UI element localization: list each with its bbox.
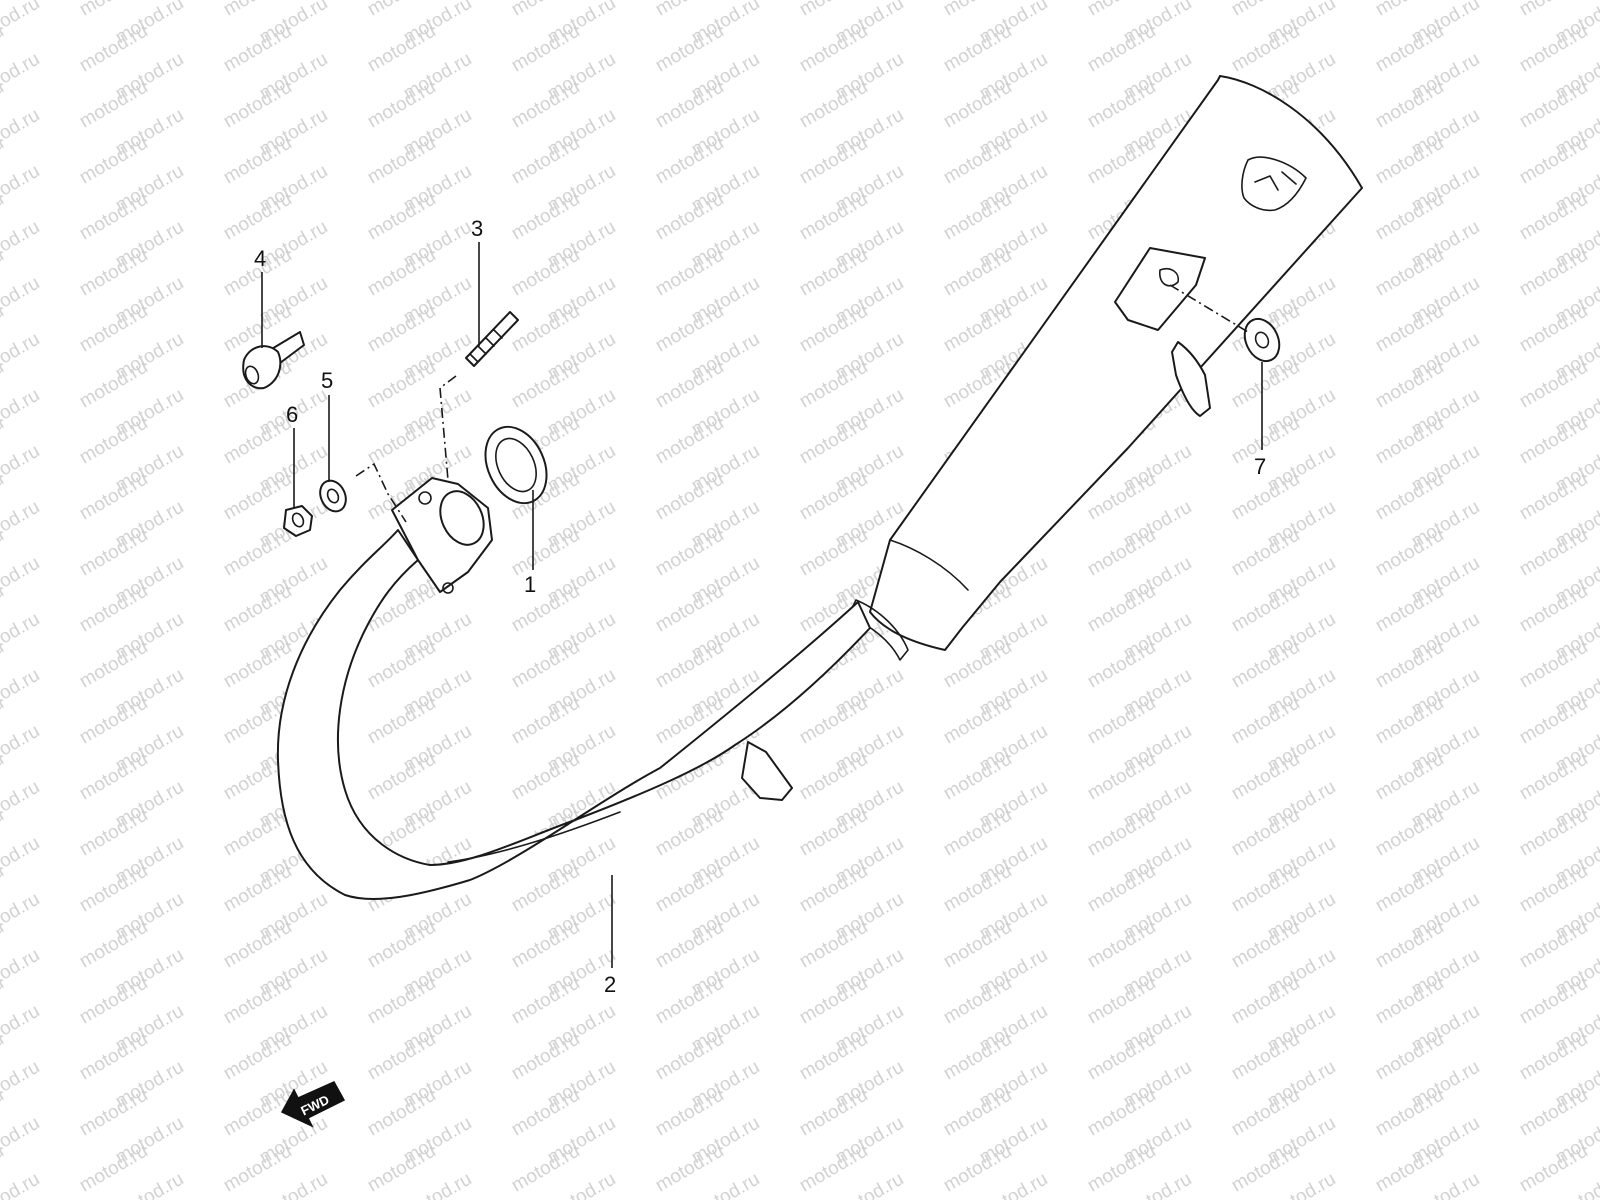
watermark-text: motod.ru [0, 441, 43, 497]
nut [283, 505, 313, 537]
header-pipe [276, 529, 871, 900]
watermark-text: motod.ru [0, 329, 43, 385]
washer-5 [319, 479, 347, 513]
muffler-logo-mark [1241, 156, 1307, 212]
muffler-cone-seam [889, 539, 969, 591]
muffler-logo-detail [1254, 171, 1297, 191]
watermark-text: motod.ru [0, 1113, 43, 1169]
gasket [484, 425, 548, 505]
leader-lines [261, 242, 1263, 968]
muffler-hanger-tab [1171, 341, 1211, 417]
watermark-text: motod.ru [0, 833, 43, 889]
washer-7 [1243, 317, 1281, 363]
exhaust-pipe-muffler [276, 75, 1363, 900]
stud-bolt [465, 311, 519, 367]
watermark-text: motod.ru [1228, 1197, 1303, 1200]
watermark-text: motod.ru [0, 553, 43, 609]
watermark-text: motod.ru [0, 49, 43, 105]
watermark-text: motod.ru [0, 665, 43, 721]
pipe-hanger-tab [741, 741, 793, 801]
flange-port [439, 490, 485, 546]
watermark-text: motod.ru [0, 0, 43, 48]
watermark-text: motod.ru [364, 1197, 439, 1200]
watermark-text: motod.ru [0, 105, 43, 161]
header-pipe-inner-line [447, 811, 621, 863]
watermark-text: motod.ru [0, 1057, 43, 1113]
watermark-text: motod.ru [1084, 1197, 1159, 1200]
watermark-text: motod.ru [76, 1197, 151, 1200]
watermark-text: motod.ru [0, 273, 43, 329]
callout-5: 5 [321, 368, 333, 393]
bracket-hole [1159, 267, 1180, 287]
watermark-text: motod.ru [0, 497, 43, 553]
watermark-text: motod.ru [1372, 1197, 1447, 1200]
watermark-text: motod.ru [0, 217, 43, 273]
callout-2: 2 [604, 972, 616, 997]
callout-3: 3 [471, 216, 483, 241]
watermark-text: motod.ru [0, 161, 43, 217]
stud-install-line [439, 375, 457, 481]
watermark-text: motod.ru [0, 385, 43, 441]
watermark-text: motod.ru [796, 1197, 871, 1200]
fwd-arrow-icon [280, 1081, 346, 1128]
watermark-text: motod.ru [0, 609, 43, 665]
muffler-body [869, 75, 1363, 651]
callout-4: 4 [254, 246, 266, 271]
watermark-text: motod.ru [0, 1169, 43, 1200]
callout-6: 6 [286, 402, 298, 427]
muffler-mount-bracket [1114, 247, 1206, 331]
washer-7-install-line [1169, 284, 1249, 333]
watermark-text: motod.ru [0, 721, 43, 777]
callout-1: 1 [524, 572, 536, 597]
watermark-text: motod.ru [940, 1197, 1015, 1200]
watermark-text: motod.ru [0, 889, 43, 945]
callout-7: 7 [1254, 454, 1266, 479]
flange-stud-hole [418, 491, 432, 505]
flange-stud-hole-lower [442, 582, 454, 594]
watermark-text: motod.ru [220, 1197, 295, 1200]
watermark-text: motod.ru [0, 1001, 43, 1057]
watermark-text: motod.ru [652, 1197, 727, 1200]
watermark-text: motod.ru [0, 777, 43, 833]
watermark-text: motod.ru [0, 945, 43, 1001]
bolt [242, 331, 305, 390]
watermark-text: motod.ru [1516, 1197, 1591, 1200]
watermark-text: motod.ru [508, 1197, 583, 1200]
